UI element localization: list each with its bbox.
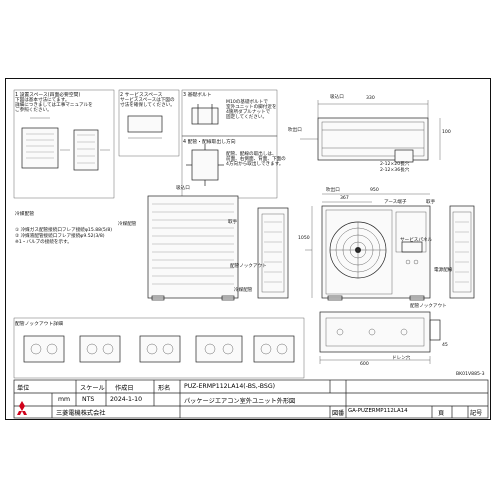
tb-unit: mm [58, 396, 71, 403]
tb-title: パッケージエアコン室外ユニット外形図 [184, 398, 296, 405]
label-knockout-side: 配管ノックアウト [410, 304, 447, 309]
foundation-bolt-note1: M10の基礎ボルトで [226, 100, 268, 105]
tb-drawing-label: 図番 [332, 410, 345, 417]
label-outlet-front: 吹出口 [326, 188, 340, 193]
foundation-bolt-note4: 固定してください。 [226, 115, 268, 120]
label-outlet-top: 吹出口 [288, 128, 302, 133]
label-knockout-front: 配管ノックアウト [230, 264, 267, 269]
tb-page-label: 頁 [438, 410, 445, 417]
piping-direction-note2: 前面、右側面、背面、下面の [226, 157, 286, 162]
service-space-title: 2 サービススペース [120, 93, 163, 98]
pipe-spec-line3: ※1・バルブの接続を示す。 [15, 240, 72, 245]
tb-model: PUZ-ERMP112LA14(-BS,-BSG) [184, 383, 276, 390]
label-refrigerant-right: 冷媒配管 [234, 288, 253, 293]
piping-direction-title: 4 配管・配線取出し方向 [183, 140, 236, 145]
label-dim-367: 367 [340, 196, 349, 201]
install-space-note3: ご参照ください。 [15, 108, 52, 113]
label-intake-top: 吸込口 [330, 95, 344, 100]
tb-scale: NTS [82, 396, 95, 403]
label-dim-600: 600 [360, 362, 369, 367]
label-handle-right: 取手 [426, 200, 436, 205]
tb-header-date: 作成日 [115, 385, 134, 392]
label-service-panel: サービスパネル [400, 238, 433, 243]
tb-drawing-no: GA-PUZERMP112LA14 [348, 408, 408, 414]
tb-revision-label: 記号 [470, 410, 483, 417]
label-dim-950: 950 [370, 188, 379, 193]
label-2-12x36: 2-12×36長穴 [380, 168, 410, 173]
install-unit-top-view [21, 127, 59, 169]
drawing-number: BK01V885-3 [456, 372, 485, 377]
tb-date: 2024-1-10 [110, 396, 143, 403]
install-space-note1: 下図は基本寸法にてます。 [15, 98, 70, 103]
install-space-note2: 詳細につきましては工事マニュアルを [15, 103, 93, 108]
label-drain-hole: ドレン穴 [392, 356, 411, 361]
pipe-spec-line1: ① 冷媒ガス配管接続口フレア接続φ15.88(5/8) [15, 228, 113, 233]
tb-header-scale: スケール [80, 385, 105, 392]
service-space-note2: 寸法を確保してください。 [120, 103, 175, 108]
tb-header-unit: 単位 [17, 385, 30, 392]
install-space-box [13, 89, 115, 199]
service-space-note1: サービススペースは下図の [120, 98, 175, 103]
mitsubishi-logo-icon [17, 401, 27, 415]
piping-direction-note1: 配管、配線の取出しは、 [226, 152, 277, 157]
title-block-frame [13, 379, 489, 419]
drawing-sheet [5, 78, 491, 420]
install-space-title: 1 設置スペース(四面必要空間) [15, 93, 81, 98]
foundation-bolt-note2: 室外ユニットの脚付近を [226, 105, 277, 110]
foundation-bolt-title: 3 基礎ボルト [183, 93, 212, 98]
install-unit-side-view [73, 129, 99, 171]
left-side-view-unit [257, 207, 289, 299]
pipe-spec-title: 冷媒配管 [15, 212, 35, 217]
back-view-unit [147, 195, 239, 299]
label-dim-45: 45 [442, 343, 448, 348]
knockout-detail-box [13, 317, 305, 379]
label-refrigerant-left: 冷媒配管 [118, 222, 137, 227]
tb-header-model: 形名 [158, 385, 171, 392]
pipe-spec-line2: ② 冷媒液配管接続口フレア接続φ9.52(3/8) [15, 234, 105, 239]
label-dim-100: 100 [442, 130, 451, 135]
label-power-wiring: 電源配線 [434, 268, 453, 273]
foundation-bolt-note3: 4箇所ダブルナットで [226, 110, 271, 115]
label-earth: アース端子 [384, 200, 407, 205]
label-dim-1050: 1050 [298, 236, 310, 241]
label-dim-330: 330 [366, 96, 375, 101]
label-handle-left: 取手 [228, 220, 238, 225]
piping-direction-note3: 4方向から取出しできます。 [226, 162, 284, 167]
knockout-title: 配管ノックアウト詳細 [15, 322, 63, 327]
label-intake-back: 吸込口 [176, 186, 190, 191]
service-space-box [118, 89, 180, 157]
label-2-12x20: 2-12×20長穴 [380, 162, 410, 167]
tb-company: 三菱電機株式会社 [56, 410, 106, 417]
